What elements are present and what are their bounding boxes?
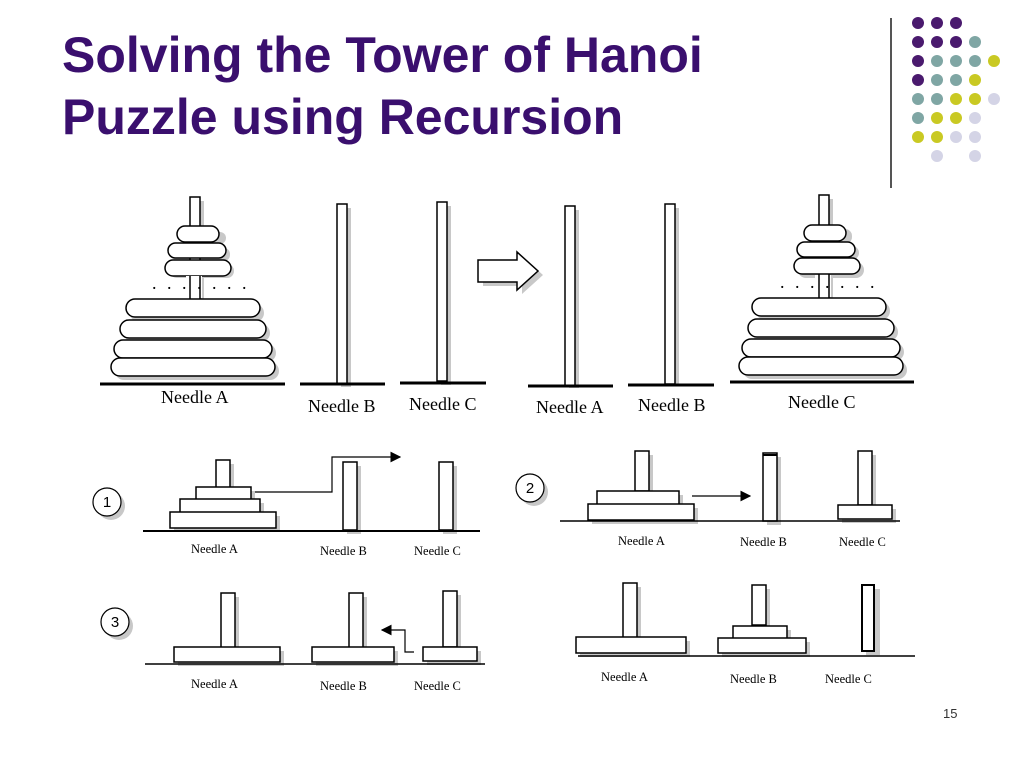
step-arrow-icon	[380, 624, 414, 653]
step-arrow-icon	[255, 451, 402, 493]
title-line-2: Puzzle using Recursion	[62, 89, 624, 145]
disk	[311, 646, 395, 663]
disk	[125, 298, 261, 318]
needle-a-peg	[634, 450, 650, 492]
needle-c-peg	[857, 450, 873, 506]
disk	[169, 511, 277, 529]
disk	[110, 357, 276, 377]
needle-c-peg	[442, 590, 458, 648]
needle-c-label: Needle C	[825, 672, 872, 686]
step-number: 2	[526, 480, 534, 497]
needle-a-label: Needle A	[618, 534, 665, 548]
needle-b-label: Needle B	[730, 672, 777, 686]
needle-b-label: Needle B	[320, 679, 367, 693]
step-2: 2 Needle A Needle B Needle C	[515, 450, 900, 549]
right-arrow-icon	[477, 250, 543, 294]
disk	[738, 356, 904, 376]
needle-c-label: Needle C	[414, 544, 461, 558]
disk	[167, 242, 227, 259]
step-1: 1 Needle A Needle B Needle C	[92, 451, 480, 558]
needle-a-peg	[220, 592, 236, 649]
disk	[176, 225, 220, 243]
ellipsis-dots: . . . . . . .	[780, 272, 878, 292]
needle-c-label: Needle C	[839, 535, 886, 549]
needle-b-peg	[751, 584, 767, 626]
needle-a-label: Needle A	[536, 397, 603, 417]
needle-a-label: Needle A	[161, 387, 228, 407]
step-badge	[92, 487, 122, 517]
initial-state: . . . . . . . Needle A Needle B Needle C	[100, 196, 486, 416]
final-state: . . . . . . . Needle A Needle B Needle C	[528, 194, 914, 417]
disk	[837, 504, 893, 520]
step-3: 3 Needle A Needle B Needle C	[100, 590, 485, 693]
step-badge	[515, 473, 545, 503]
needle-b-peg	[762, 452, 778, 522]
slide-title: Solving the Tower of Hanoi Puzzle using …	[62, 24, 703, 148]
disk	[575, 636, 687, 654]
needle-c-peg	[438, 461, 454, 531]
needle-a-label: Needle A	[601, 670, 648, 684]
disk	[119, 319, 267, 339]
needle-b-peg	[336, 203, 348, 385]
needle-c-peg	[436, 201, 448, 382]
disk	[717, 637, 807, 654]
needle-a-peg	[622, 582, 638, 639]
disk	[596, 490, 680, 506]
title-line-1: Solving the Tower of Hanoi	[62, 27, 703, 83]
disk	[422, 646, 478, 662]
step-number: 1	[103, 494, 111, 511]
disk	[747, 318, 895, 338]
disk	[587, 503, 695, 521]
needle-b-label: Needle B	[740, 535, 787, 549]
needle-c-label: Needle C	[414, 679, 461, 693]
needle-c-label: Needle C	[409, 394, 476, 414]
needle-a-label: Needle A	[191, 542, 238, 556]
step-4: Needle A Needle B Needle C	[575, 582, 915, 686]
ellipsis-dots: . . . . . . .	[152, 273, 250, 293]
disk	[793, 257, 861, 275]
disk	[803, 224, 847, 242]
disk	[113, 339, 273, 359]
needle-a-peg	[564, 205, 576, 387]
disk	[179, 498, 261, 514]
needle-b-label: Needle B	[638, 395, 705, 415]
disk	[173, 646, 281, 663]
needle-b-label: Needle B	[320, 544, 367, 558]
disk	[751, 297, 887, 317]
needle-b-peg	[348, 592, 364, 649]
needle-b-peg	[664, 203, 676, 385]
needle-b-peg	[342, 461, 358, 531]
disk	[741, 338, 901, 358]
step-number: 3	[111, 614, 119, 631]
step-badge	[100, 607, 130, 637]
needle-b-label: Needle B	[308, 396, 375, 416]
decorative-dot-grid	[912, 17, 1000, 162]
title-divider	[890, 18, 892, 188]
needle-a-label: Needle A	[191, 677, 238, 691]
slide-number: 15	[943, 706, 958, 721]
needle-c-label: Needle C	[788, 392, 855, 412]
needle-c-peg	[861, 584, 875, 652]
disk	[796, 241, 856, 258]
disk	[732, 625, 788, 640]
